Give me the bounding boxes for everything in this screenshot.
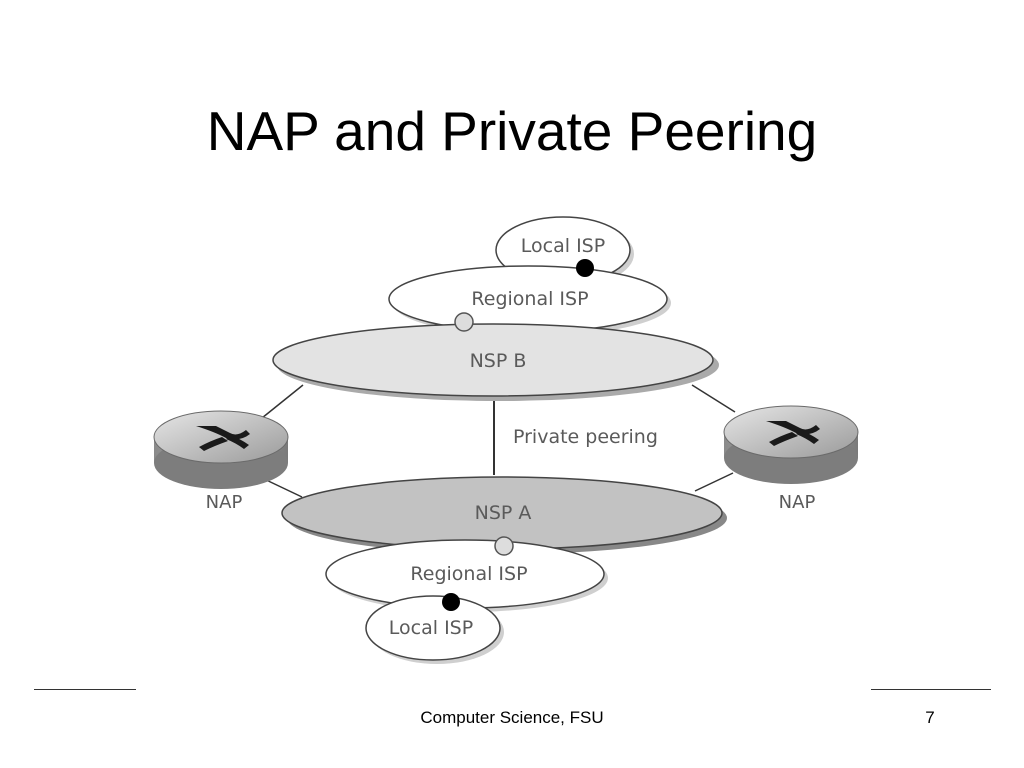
bottom-local-isp-label: Local ISP (389, 617, 473, 639)
nsp-a-regional-node (494, 536, 514, 556)
bottom-local-isp-node (442, 593, 460, 611)
top-local-isp-label: Local ISP (521, 235, 605, 257)
slide-title: NAP and Private Peering (206, 100, 818, 162)
nsp-b-cloud (272, 323, 719, 401)
nsp-a-cloud (281, 476, 727, 554)
bottom-regional-isp-label: Regional ISP (410, 563, 527, 585)
link-nspb-left-nap (261, 384, 304, 419)
link-nspa-right-nap (694, 472, 734, 492)
top-regional-isp-label: Regional ISP (471, 288, 588, 310)
top-local-isp-node (576, 259, 594, 277)
footer-right-divider (871, 689, 991, 690)
bottom-regional-isp-cloud (325, 539, 608, 612)
private-peering-label: Private peering (513, 426, 658, 448)
footer-text: Computer Science, FSU (420, 708, 604, 727)
nsp-a-label: NSP A (475, 502, 532, 524)
nap-right-label: NAP (779, 492, 816, 513)
nsp-b-label: NSP B (470, 350, 527, 372)
nap-left-label: NAP (206, 492, 243, 513)
nap-right-router-icon (723, 405, 859, 484)
footer-left-divider (34, 689, 136, 690)
link-nspb-right-nap (691, 384, 736, 413)
bottom-local-isp-cloud (365, 595, 504, 664)
top-regional-isp-node (454, 312, 474, 332)
page-number: 7 (925, 708, 935, 727)
nap-left-router-icon (153, 410, 289, 489)
